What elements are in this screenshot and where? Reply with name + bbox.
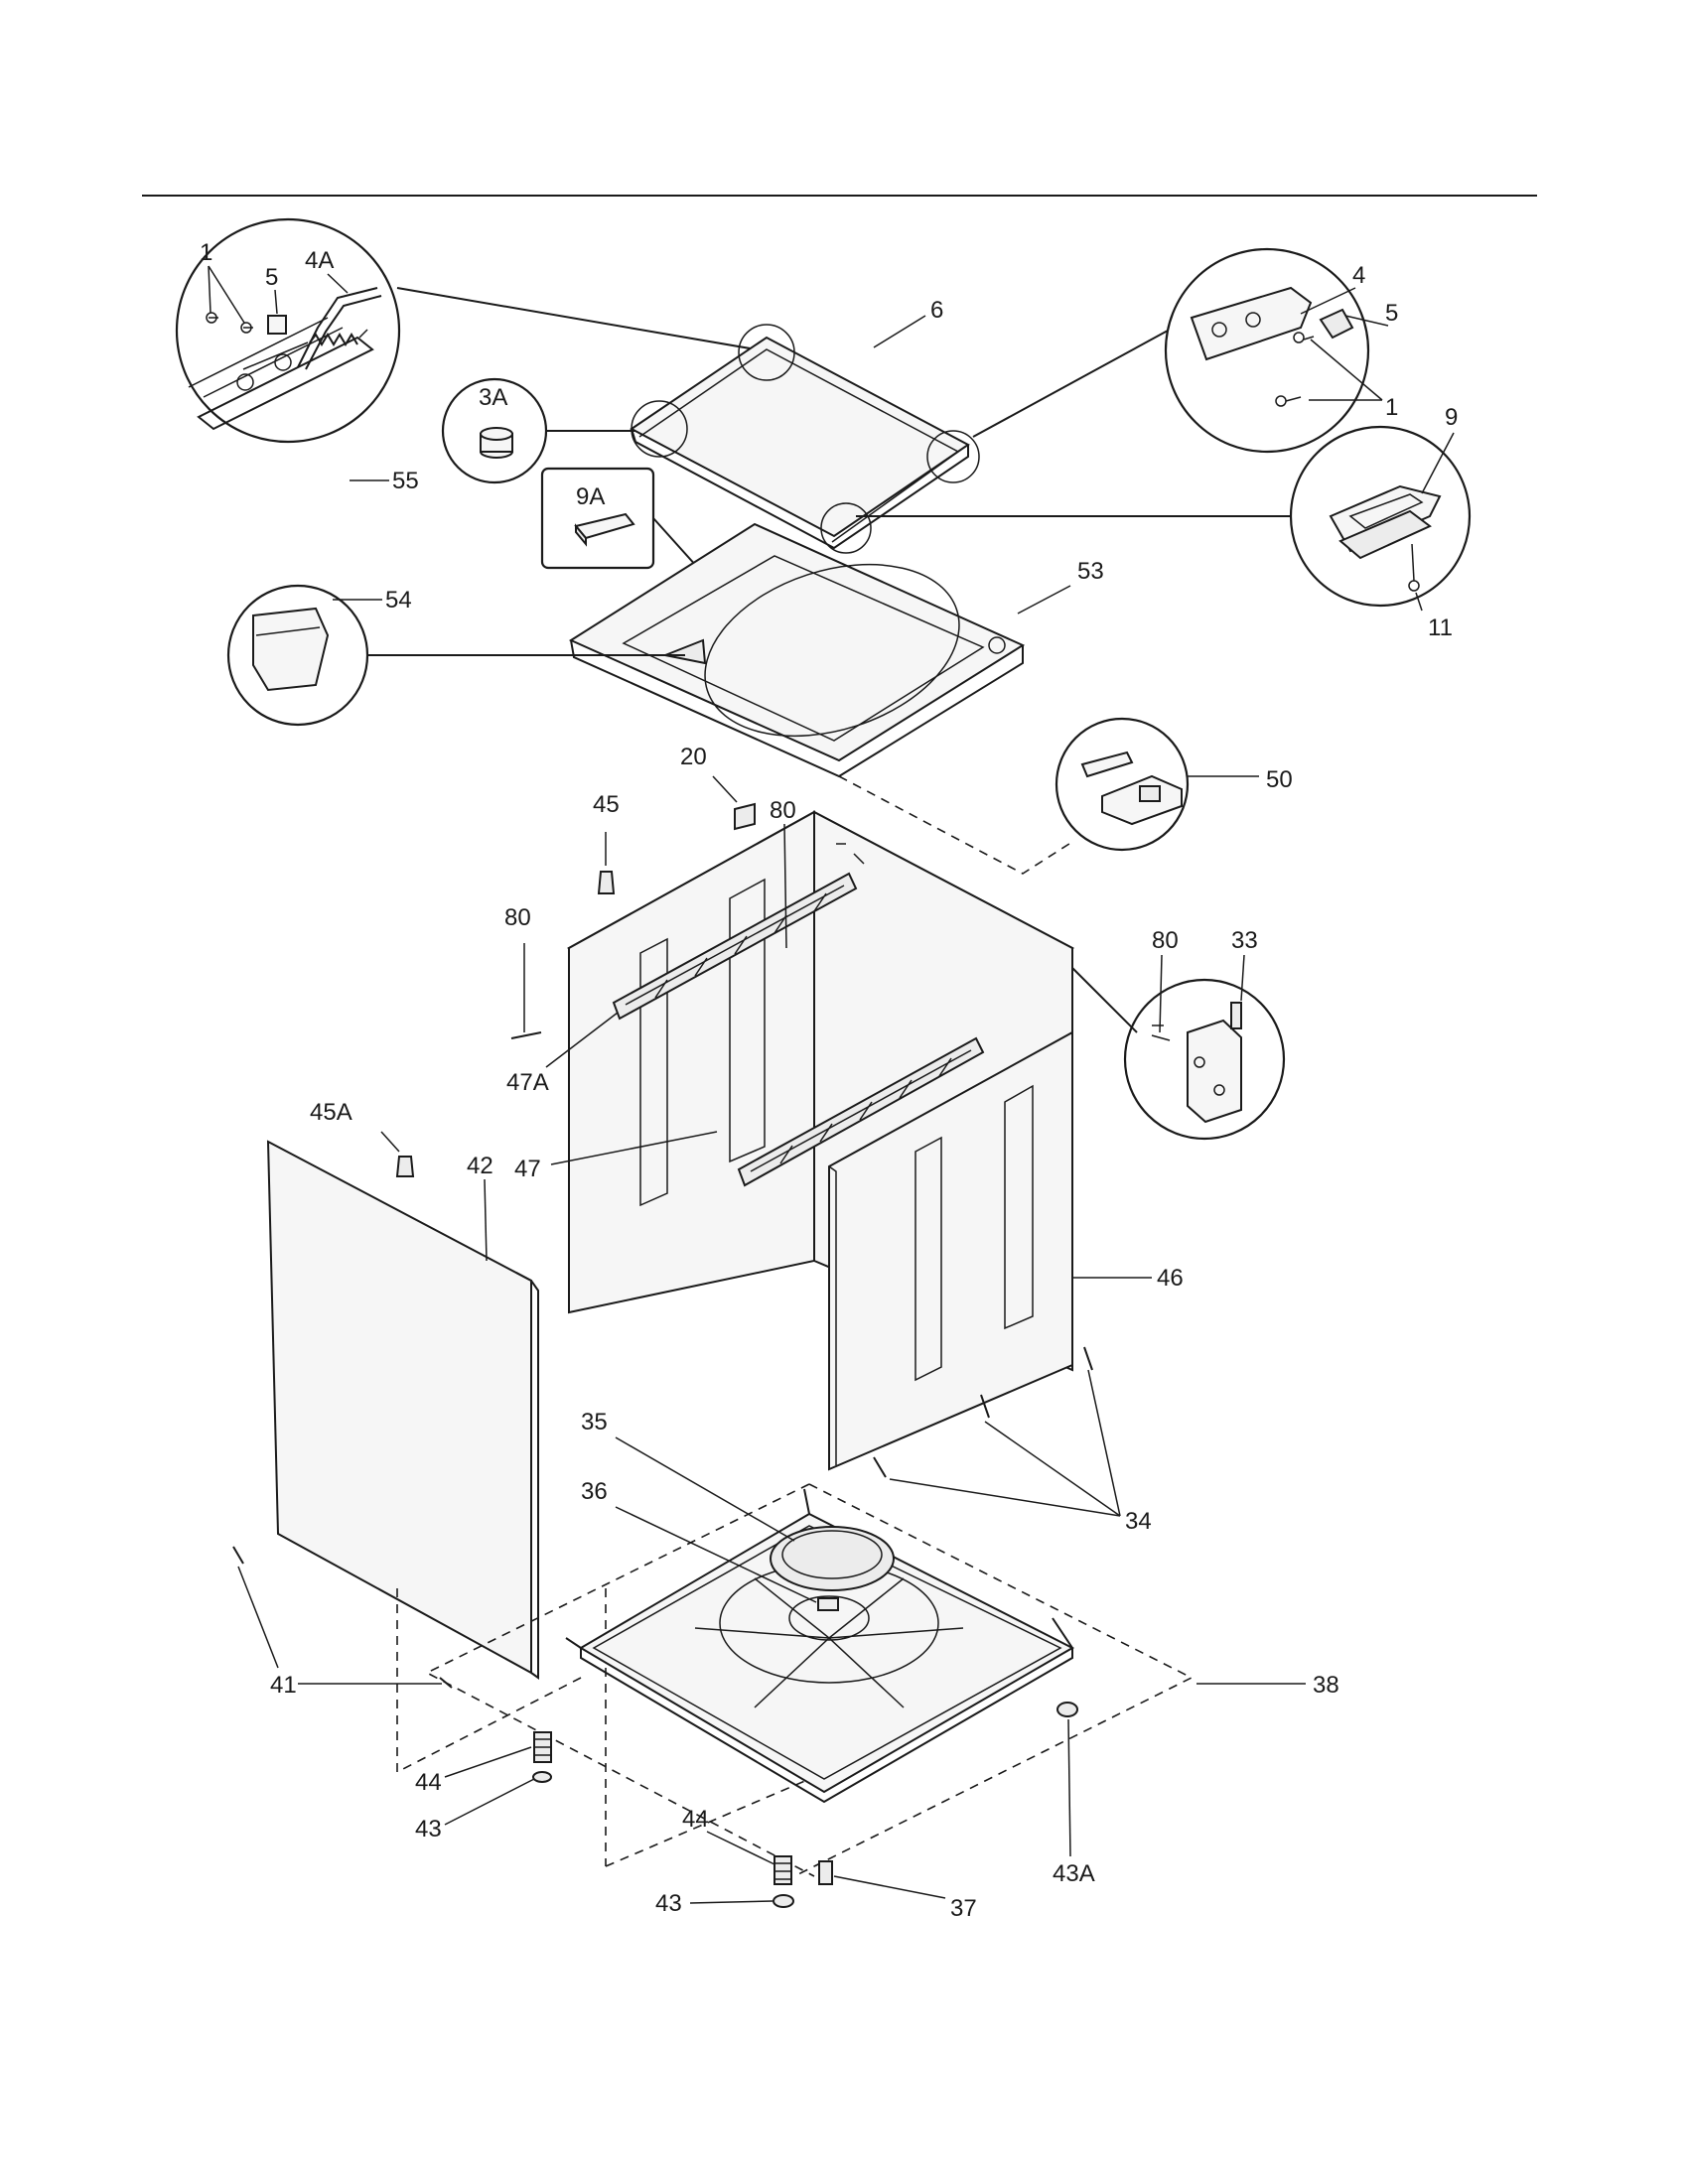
callout-6: 6 [930, 297, 943, 324]
valve-detail [1071, 967, 1286, 1141]
callout-4: 4 [1352, 262, 1365, 289]
callout-38: 38 [1313, 1672, 1339, 1699]
callout-41: 41 [270, 1672, 297, 1699]
pad-36 [817, 1597, 839, 1611]
screw-80 [510, 943, 542, 1039]
callout-34: 34 [1125, 1508, 1152, 1535]
bumper-detail [441, 377, 637, 484]
callout-43b: 43 [655, 1890, 682, 1917]
callout-5b: 5 [1385, 300, 1398, 327]
screw-41 [232, 1546, 453, 1689]
callout-3A: 3A [479, 384, 507, 411]
callout-44b: 44 [682, 1806, 709, 1833]
callout-47: 47 [514, 1156, 541, 1182]
callout-42: 42 [467, 1153, 493, 1179]
callout-80a: 80 [770, 797, 796, 824]
callout-43A: 43A [1053, 1860, 1095, 1887]
lid-switch-detail [838, 717, 1259, 875]
leg-44-left [532, 1731, 552, 1783]
tub-seal-part [770, 1526, 895, 1591]
callout-1: 1 [200, 239, 212, 266]
dispenser-detail [226, 584, 685, 727]
callout-44: 44 [415, 1769, 442, 1796]
callout-43: 43 [415, 1816, 442, 1843]
callout-4A: 4A [305, 247, 334, 274]
callout-36: 36 [581, 1478, 608, 1505]
callout-54: 54 [385, 587, 412, 614]
callout-50: 50 [1266, 766, 1293, 793]
stud-45 [597, 832, 616, 894]
spring-part [242, 329, 368, 370]
leg-44-right [773, 1855, 794, 1908]
callout-9: 9 [1445, 404, 1458, 431]
hinge-bracket-detail [856, 425, 1472, 608]
brace-upper [612, 872, 858, 1021]
clip-20 [712, 775, 756, 831]
callout-33: 33 [1231, 927, 1258, 954]
side-panel-right [828, 1030, 1073, 1471]
callout-45A: 45A [310, 1099, 352, 1126]
lid-part [630, 324, 980, 554]
callout-47A: 47A [506, 1069, 549, 1096]
screws-34 [873, 1346, 1093, 1478]
side-panel-left [266, 1140, 539, 1680]
callout-1b: 1 [1385, 394, 1398, 421]
foot-37 [818, 1860, 833, 1885]
callout-11: 11 [1428, 614, 1453, 641]
brace-lower [737, 1036, 985, 1187]
hinge-right-detail [972, 247, 1370, 454]
callout-46: 46 [1157, 1265, 1184, 1292]
callout-9A: 9A [576, 483, 605, 510]
callout-80c: 80 [1152, 927, 1179, 954]
callout-80b: 80 [504, 904, 531, 931]
callout-5: 5 [265, 264, 278, 291]
hinge-left-detail [175, 217, 763, 444]
washer-43A [1056, 1702, 1078, 1717]
callout-53: 53 [1077, 558, 1104, 585]
callout-37: 37 [950, 1895, 977, 1922]
callout-45: 45 [593, 791, 620, 818]
callout-20: 20 [680, 744, 707, 770]
base-pan-part [565, 1488, 1075, 1804]
callout-35: 35 [581, 1409, 608, 1435]
stud-45A [380, 1131, 415, 1177]
callout-55: 55 [392, 468, 419, 494]
